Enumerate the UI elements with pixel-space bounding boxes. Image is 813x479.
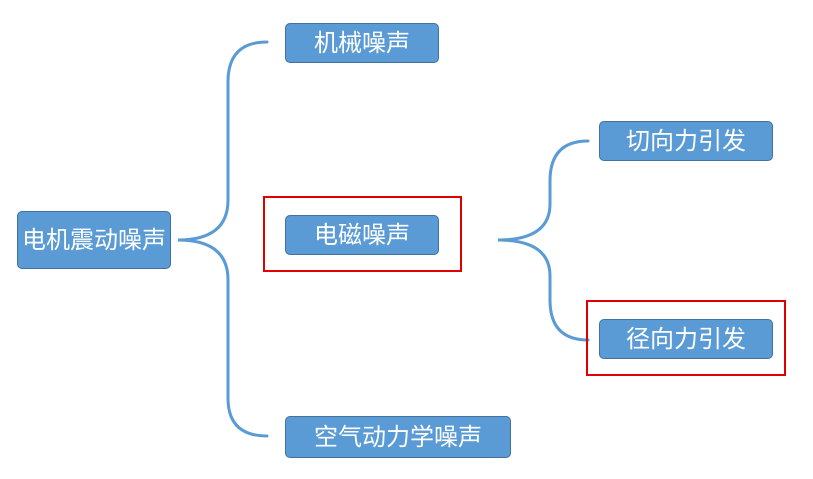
electromagnetic-bracket-connector: [497, 139, 590, 342]
node-aerodynamic-noise: 空气动力学噪声: [285, 416, 511, 458]
node-tangential-force: 切向力引发: [599, 121, 773, 161]
highlight-box-radial-force: [586, 300, 786, 376]
node-radial-force: 径向力引发: [599, 319, 773, 359]
node-root-motor-vibration-noise: 电机震动噪声: [17, 211, 171, 269]
node-mechanical-noise: 机械噪声: [285, 23, 439, 63]
highlight-box-electromagnetic-noise: [263, 196, 462, 272]
root-bracket-connector: [177, 40, 269, 438]
node-electromagnetic-noise: 电磁噪声: [285, 215, 439, 255]
